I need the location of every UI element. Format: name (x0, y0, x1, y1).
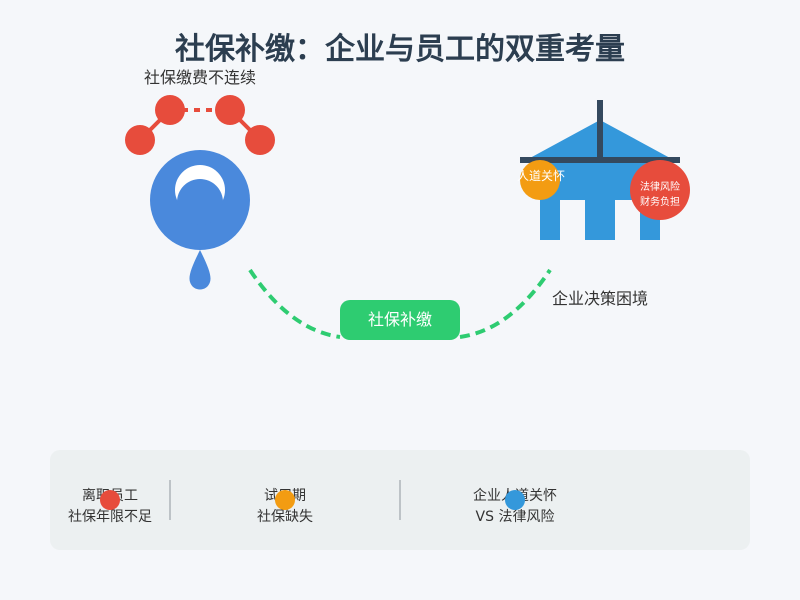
summary-panel: 离职员工 社保年限不足 试用期 社保缺失 企业人道关怀 VS 法律风险 (50, 450, 750, 550)
divider (169, 480, 171, 520)
blue-dot-icon (505, 490, 525, 510)
right-caption: 企业决策困境 (552, 289, 649, 308)
summary-item-line2: 社保缺失 (257, 509, 313, 525)
humane-care-text: 人道关怀 (517, 169, 565, 183)
summary-item-humane-vs-legal: 企业人道关怀 VS 法律风险 (435, 486, 595, 528)
red-dot-icon (100, 490, 120, 510)
legal-risk-text-line1: 法律风险 (640, 180, 680, 193)
orange-dot-icon (275, 490, 295, 510)
humane-care-badge (520, 160, 560, 200)
broken-chain-icon (125, 95, 275, 155)
left-caption: 社保缴费不连续 (144, 68, 257, 87)
page-title: 社保补缴：企业与员工的双重考量 (175, 32, 625, 67)
divider (399, 480, 401, 520)
social-insurance-makeup-node: 社保补缴 (340, 300, 460, 340)
legal-risk-text-line2: 财务负担 (640, 195, 680, 208)
left-connector-curve (248, 268, 341, 339)
legal-risk-badge (630, 160, 690, 220)
summary-item-line2: VS 法律风险 (475, 509, 555, 525)
employee-icon (150, 150, 250, 290)
right-connector-curve (459, 268, 552, 339)
summary-item-line2: 社保年限不足 (68, 509, 152, 525)
